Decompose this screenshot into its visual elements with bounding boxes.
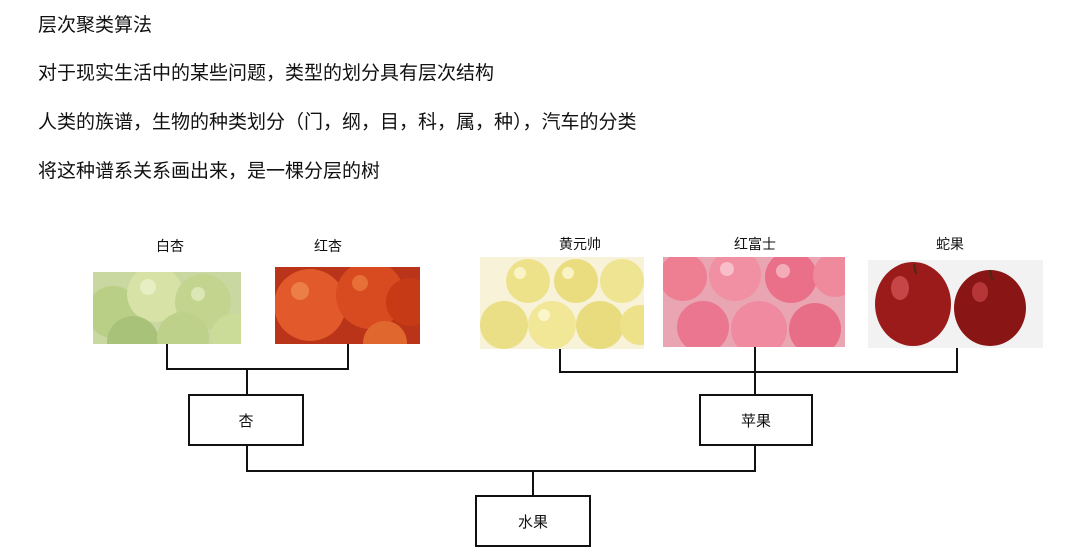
connector-root-horizontal: [246, 470, 756, 472]
connector-red-delicious: [956, 348, 958, 373]
connector-root-down: [532, 470, 534, 496]
white-apricot-image: [93, 272, 241, 344]
connector-white-apricot: [166, 344, 168, 370]
connector-golden-delicious: [559, 349, 561, 373]
leaf-label-golden-delicious: 黄元帅: [559, 237, 601, 253]
golden-delicious-image: [480, 257, 644, 349]
connector-apple-to-root: [754, 446, 756, 472]
connector-red-apricot: [347, 344, 349, 370]
text-line-1: 对于现实生活中的某些问题，类型的划分具有层次结构: [38, 62, 495, 84]
leaf-label-red-apricot: 红杏: [314, 239, 342, 255]
connector-fuji: [754, 347, 756, 373]
red-apricot-image: [275, 267, 420, 344]
leaf-label-red-delicious: 蛇果: [936, 237, 964, 253]
connector-apricot-down: [246, 368, 248, 395]
connector-apricot-horizontal: [166, 368, 349, 370]
connector-apple-down: [754, 371, 756, 395]
leaf-label-fuji: 红富士: [734, 237, 776, 253]
text-line-2: 人类的族谱，生物的种类划分（门，纲，目，科，属，种），汽车的分类: [38, 111, 637, 133]
fuji-apple-image: [663, 257, 845, 347]
red-delicious-image: [868, 260, 1043, 348]
page-title: 层次聚类算法: [38, 14, 153, 36]
text-line-3: 将这种谱系关系画出来，是一棵分层的树: [38, 160, 381, 182]
node-apple: 苹果: [699, 394, 813, 446]
connector-apricot-to-root: [246, 446, 248, 472]
node-fruit-root: 水果: [475, 495, 591, 547]
connector-apple-horizontal: [559, 371, 958, 373]
node-apricot: 杏: [188, 394, 304, 446]
leaf-label-white-apricot: 白杏: [156, 239, 184, 255]
